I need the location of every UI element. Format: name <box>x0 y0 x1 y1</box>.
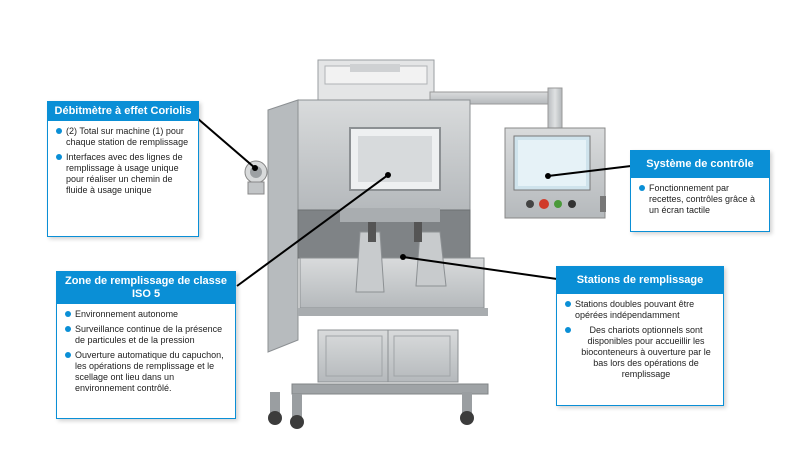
callout-zone-title: Zone de remplissage de classe ISO 5 <box>57 272 235 304</box>
callout-zone-bullet-1: Environnement autonome <box>65 309 229 320</box>
callout-zone-bullet-3: Ouverture automatique du capuchon, les o… <box>65 350 229 394</box>
callout-systeme-title: Système de contrôle <box>631 151 769 178</box>
control-panel <box>504 127 606 219</box>
casters <box>268 392 474 429</box>
top-hood <box>317 59 435 103</box>
callout-zone-bullet-2: Surveillance continue de la présence de … <box>65 324 229 346</box>
callout-debitmetre: Débitmètre à effet Coriolis (2) Total su… <box>47 101 199 237</box>
filling-trays <box>355 222 447 293</box>
callout-stations-title: Stations de remplissage <box>557 267 723 294</box>
callout-debitmetre-bullet-1: (2) Total sur machine (1) pour chaque st… <box>56 126 192 148</box>
callout-debitmetre-title: Débitmètre à effet Coriolis <box>48 102 198 121</box>
callout-debitmetre-bullet-2: Interfaces avec des lignes de remplissag… <box>56 152 192 196</box>
callout-zone: Zone de remplissage de classe ISO 5 Envi… <box>56 271 236 419</box>
callout-stations-bullet-2: Des chariots optionnels sont disponibles… <box>565 325 717 380</box>
main-cabinet <box>267 99 489 395</box>
callout-stations: Stations de remplissage Stations doubles… <box>556 266 724 406</box>
leader-dots <box>252 165 551 260</box>
leader-lines <box>196 117 632 287</box>
callout-systeme-bullet-1: Fonctionnement par recettes, contrôles g… <box>639 183 763 216</box>
callout-stations-bullet-1: Stations doubles pouvant être opérées in… <box>565 299 717 321</box>
callout-systeme: Système de contrôle Fonctionnement par r… <box>630 150 770 232</box>
